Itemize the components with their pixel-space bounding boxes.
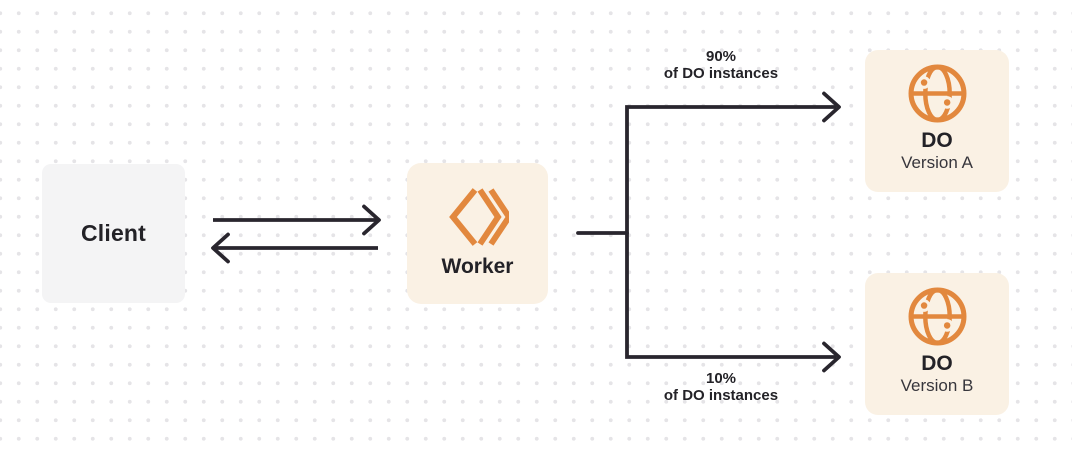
- durable-object-globe-icon: [908, 64, 966, 123]
- edge-label-10-percent-caption: of DO instances: [663, 387, 779, 404]
- do-a-subtitle: Version A: [901, 153, 973, 172]
- edge-label-10-percent-value: 10%: [705, 370, 737, 387]
- arrowhead-to-do-a: [822, 91, 841, 123]
- worker-node: Worker: [407, 163, 548, 304]
- do-a-title: DO: [921, 129, 953, 152]
- edge-label-90-percent-value: 90%: [705, 48, 737, 65]
- arrow-client-to-worker: [213, 204, 381, 236]
- arrowhead-to-do-b: [822, 341, 841, 373]
- do-version-b-node: DO Version B: [865, 273, 1009, 415]
- client-node: Client: [42, 164, 185, 303]
- edge-label-10-percent: 10% of DO instances: [611, 370, 831, 404]
- do-b-title: DO: [921, 352, 953, 375]
- arrow-worker-to-client: [211, 232, 378, 264]
- edge-label-90-percent-caption: of DO instances: [663, 65, 779, 82]
- edge-label-90-percent: 90% of DO instances: [611, 48, 831, 82]
- branch-lines: [625, 105, 836, 359]
- do-version-a-node: DO Version A: [865, 50, 1009, 192]
- worker-label: Worker: [441, 255, 514, 278]
- do-b-subtitle: Version B: [900, 376, 974, 395]
- cloudflare-workers-icon: [448, 188, 509, 246]
- durable-object-globe-icon: [908, 287, 966, 346]
- client-label: Client: [80, 220, 147, 246]
